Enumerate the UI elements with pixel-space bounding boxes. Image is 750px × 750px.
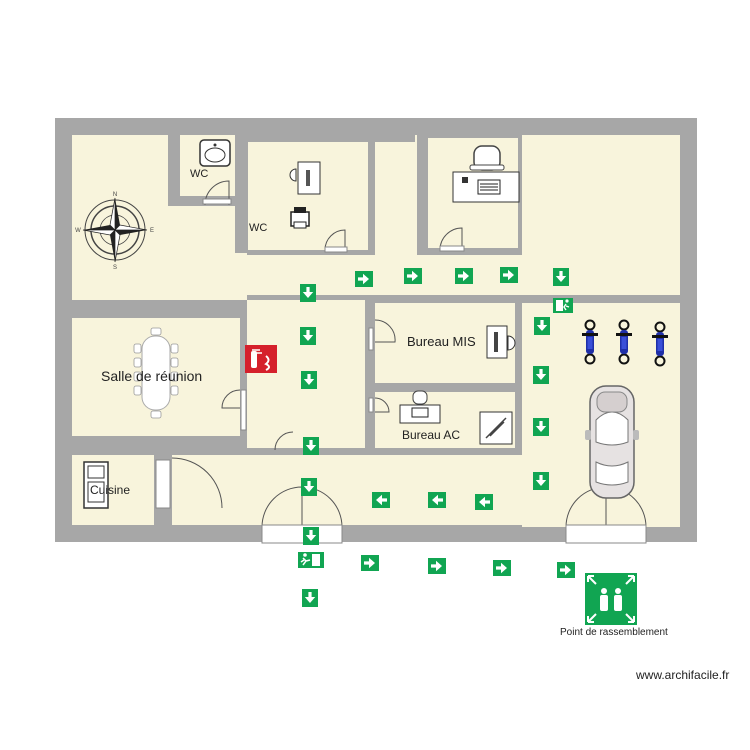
- printer-icon: [290, 207, 310, 229]
- stove-icon: [83, 461, 109, 509]
- exit-arrow-right-icon: [493, 560, 511, 576]
- sink-icon: [199, 139, 231, 167]
- exit-arrow-down-icon: [300, 284, 316, 302]
- meeting-table-icon: [133, 327, 179, 419]
- exit-arrow-right-icon: [455, 268, 473, 284]
- room-label-meeting: Salle de réunion: [101, 368, 203, 384]
- exit-arrow-down-icon: [553, 268, 569, 286]
- emergency-exit-icon: [298, 552, 324, 568]
- exit-arrow-down-icon: [303, 437, 319, 455]
- exit-arrow-down-icon: [534, 317, 550, 335]
- interior-walls: [72, 132, 680, 527]
- exit-arrow-down-icon: [533, 472, 549, 490]
- desk-computer-icon: [452, 171, 520, 203]
- exit-arrow-down-icon: [301, 371, 317, 389]
- exit-arrow-down-icon: [533, 418, 549, 436]
- watermark: www.archifacile.fr: [636, 668, 730, 682]
- exit-arrow-down-icon: [302, 589, 318, 607]
- room-label-wc: WC: [190, 168, 209, 180]
- room-label-bureau-ac: Bureau AC: [402, 428, 461, 442]
- door-openings: [155, 198, 647, 544]
- desk-icon: [289, 161, 321, 195]
- room-label-wc: WC: [249, 222, 268, 234]
- exit-arrow-right-icon: [404, 268, 422, 284]
- exit-arrow-left-icon: [475, 494, 493, 510]
- compass-s: S: [113, 265, 117, 271]
- exit-arrow-right-icon: [500, 267, 518, 283]
- exit-arrow-right-icon: [428, 558, 446, 574]
- room-floors: [72, 135, 680, 527]
- exit-arrow-right-icon: [361, 555, 379, 571]
- exit-arrow-down-icon: [303, 527, 319, 545]
- exit-arrow-right-icon: [355, 271, 373, 287]
- bureau-mis-desk-icon: [486, 325, 516, 359]
- exit-arrow-down-icon: [533, 366, 549, 384]
- compass-n: N: [113, 192, 117, 198]
- compass-icon: N E S W: [75, 192, 154, 271]
- office-chair-icon: [469, 145, 505, 171]
- exit-arrow-down-icon: [301, 478, 317, 496]
- room-label-bureau-mis: Bureau MIS: [407, 334, 476, 349]
- compass-e: E: [150, 228, 154, 234]
- exit-arrow-down-icon: [300, 327, 316, 345]
- car-icon: [585, 385, 639, 499]
- exit-arrow-right-icon: [557, 562, 575, 578]
- compass-w: W: [75, 228, 81, 234]
- exit-arrow-left-icon: [372, 492, 390, 508]
- room-label-kitchen: Cuisine: [90, 483, 131, 497]
- emergency-exit-icon: [553, 298, 573, 313]
- assembly-point-icon: [585, 573, 637, 625]
- bureau-ac-desk-icon: [399, 390, 513, 445]
- exit-arrow-left-icon: [428, 492, 446, 508]
- fire-extinguisher-icon: [245, 345, 277, 373]
- assembly-point-label: Point de rassemblement: [560, 627, 668, 638]
